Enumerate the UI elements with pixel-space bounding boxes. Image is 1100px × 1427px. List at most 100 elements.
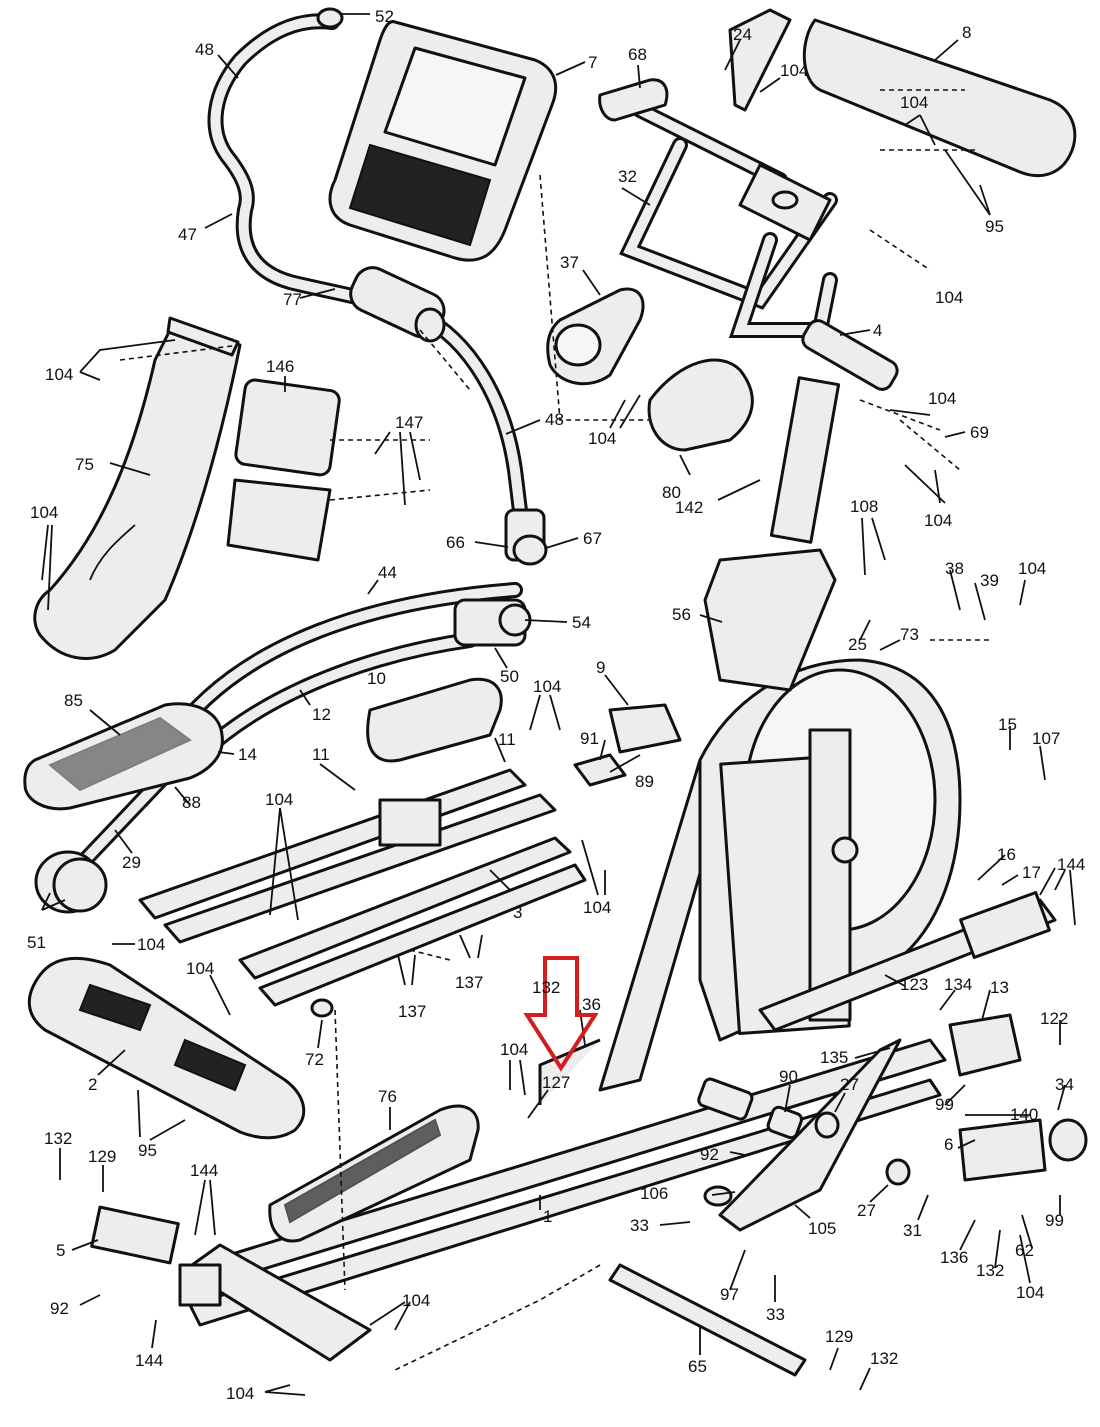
- callout-140: 140: [1010, 1105, 1038, 1124]
- callout-99-lower: 99: [1045, 1211, 1064, 1230]
- callout-11-left: 11: [312, 745, 330, 764]
- callout-16: 16: [997, 845, 1016, 864]
- callout-132-bottom: 132: [870, 1349, 898, 1368]
- callout-73: 73: [900, 625, 919, 644]
- callout-17: 17: [1022, 863, 1041, 882]
- callout-4: 4: [873, 321, 882, 340]
- callout-99-upper: 99: [935, 1095, 954, 1114]
- callout-92-right: 92: [700, 1145, 719, 1164]
- callout-32: 32: [618, 167, 637, 186]
- callout-37: 37: [560, 253, 579, 272]
- callout-6: 6: [944, 1135, 953, 1154]
- callout-136: 136: [940, 1248, 968, 1267]
- callout-38: 38: [945, 559, 964, 578]
- main-frame-part: [90, 758, 947, 1362]
- callout-50: 50: [500, 667, 519, 686]
- callout-104-frame: 104: [402, 1291, 430, 1310]
- callout-90: 90: [779, 1067, 798, 1086]
- flywheel-housing-part: [698, 658, 962, 1042]
- console-part: [328, 20, 558, 262]
- callout-3: 3: [513, 903, 522, 922]
- callout-104-rails: 104: [265, 790, 293, 809]
- callout-67: 67: [583, 529, 602, 548]
- callout-132-front: 132: [44, 1129, 72, 1148]
- callout-104-shroud: 104: [137, 935, 165, 954]
- callout-129-front: 129: [88, 1147, 116, 1166]
- callout-89: 89: [635, 772, 654, 791]
- callout-54: 54: [572, 613, 591, 632]
- callout-104-rear-low: 104: [1016, 1283, 1044, 1302]
- callout-129-rear: 129: [825, 1327, 853, 1346]
- callout-104-axle: 104: [928, 389, 956, 408]
- callout-146: 146: [266, 357, 294, 376]
- callout-144-front: 144: [190, 1161, 218, 1180]
- callout-9: 9: [596, 658, 605, 677]
- callout-104-arm-top: 104: [780, 61, 808, 80]
- callout-36: 36: [582, 995, 601, 1014]
- callout-104-upright-base: 104: [30, 503, 58, 522]
- callout-13: 13: [990, 978, 1009, 997]
- callout-labels: 52 48 7 47 77 104 146 147 48 75 104 66 6…: [27, 7, 1085, 1403]
- callout-34: 34: [1055, 1075, 1074, 1094]
- callout-104-rear-top: 104: [1018, 559, 1046, 578]
- callout-56: 56: [672, 605, 691, 624]
- callout-123: 123: [900, 975, 928, 994]
- callout-14: 14: [238, 745, 257, 764]
- callout-76: 76: [378, 1087, 397, 1106]
- highlight-arrow: [523, 956, 599, 1072]
- callout-10: 10: [367, 669, 386, 688]
- callout-51: 51: [27, 933, 46, 952]
- callout-44: 44: [378, 563, 397, 582]
- upper-arm-assembly-part: [598, 8, 1077, 544]
- callout-7: 7: [588, 53, 597, 72]
- callout-66: 66: [446, 533, 465, 552]
- callout-132-rear: 132: [976, 1261, 1004, 1280]
- callout-62: 62: [1015, 1241, 1034, 1260]
- callout-47: 47: [178, 225, 197, 244]
- callout-1: 1: [543, 1207, 552, 1226]
- callout-144-rear: 144: [1057, 855, 1085, 874]
- callout-48-top: 48: [195, 40, 214, 59]
- callout-8: 8: [962, 23, 971, 42]
- callout-24: 24: [733, 25, 752, 44]
- callout-106: 106: [640, 1184, 668, 1203]
- callout-142: 142: [675, 498, 703, 517]
- leader-lines: [41, 13, 1076, 1396]
- callout-135: 135: [820, 1048, 848, 1067]
- callout-107: 107: [1032, 729, 1060, 748]
- callout-33-right: 33: [766, 1305, 785, 1324]
- callout-97: 97: [720, 1285, 739, 1304]
- callout-104-center: 104: [533, 677, 561, 696]
- callout-92-left: 92: [50, 1299, 69, 1318]
- callout-104-bracket-127: 104: [500, 1040, 528, 1059]
- assembly-dashed-lines: [119, 89, 990, 1371]
- callout-134: 134: [944, 975, 972, 994]
- front-shroud-part: [27, 956, 306, 1140]
- callout-27-lower: 27: [857, 1201, 876, 1220]
- callout-122: 122: [1040, 1009, 1068, 1028]
- callout-104-bracket: 104: [924, 511, 952, 530]
- callout-105: 105: [808, 1219, 836, 1238]
- left-upright-part: [33, 316, 341, 660]
- callout-137-right: 137: [455, 973, 483, 992]
- callout-15: 15: [998, 715, 1017, 734]
- callout-104-arm-right: 104: [935, 288, 963, 307]
- callout-68: 68: [628, 45, 647, 64]
- callout-104-cover-left: 104: [588, 429, 616, 448]
- callout-104-cover-top: 104: [900, 93, 928, 112]
- callout-127: 127: [542, 1073, 570, 1092]
- misc-covers-part: [310, 287, 1088, 1377]
- callout-12: 12: [312, 705, 331, 724]
- callout-75: 75: [75, 455, 94, 474]
- callout-11-right: 11: [498, 730, 516, 749]
- callout-104-upright-top: 104: [45, 365, 73, 384]
- callout-52: 52: [375, 7, 394, 26]
- callout-147: 147: [395, 413, 423, 432]
- callout-69: 69: [970, 423, 989, 442]
- callout-95-shroud: 95: [138, 1141, 157, 1160]
- callout-77: 77: [283, 290, 302, 309]
- callout-104-center-low: 104: [583, 898, 611, 917]
- callout-144-bottom: 144: [135, 1351, 163, 1370]
